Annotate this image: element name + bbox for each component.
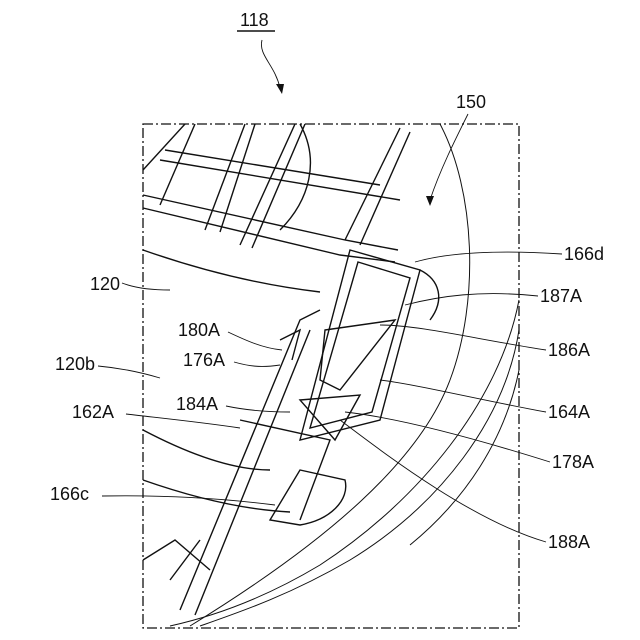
figure-number-118: 118 [240, 10, 269, 30]
label-120b: 120b [55, 354, 95, 374]
leader-188A [340, 420, 546, 542]
housing-arc-edge [410, 370, 519, 545]
leader-150-arrowhead [426, 196, 434, 206]
housing-arc-outer [200, 330, 519, 626]
connector-body [143, 250, 439, 615]
leader-166d [415, 252, 562, 262]
body-edge-1 [143, 430, 270, 470]
label-176A: 176A [183, 350, 225, 370]
label-188A: 188A [548, 532, 590, 552]
label-166d: 166d [564, 244, 604, 264]
leader-120 [122, 283, 170, 290]
label-178A: 178A [552, 452, 594, 472]
connector-frame [300, 250, 420, 440]
leader-166c [102, 496, 275, 505]
label-164A: 164A [548, 402, 590, 422]
label-180A: 180A [178, 320, 220, 340]
label-186A: 186A [548, 340, 590, 360]
label-184A: 184A [176, 394, 218, 414]
connector-lip [420, 270, 439, 320]
reference-labels: 150 166d 187A 120 186A 180A 176A 120b 16… [50, 92, 604, 552]
leader-164A [380, 380, 546, 412]
label-150: 150 [456, 92, 486, 112]
grille-rib-1 [345, 128, 400, 240]
leader-176A [234, 362, 280, 366]
leader-120b [98, 366, 160, 378]
grille-rib-2 [360, 132, 410, 245]
upper-grille [143, 124, 410, 292]
housing-arcs [170, 124, 519, 626]
detail-frame [143, 124, 519, 628]
grille-lower-edge [143, 250, 320, 292]
figure-reference: 118 [237, 10, 284, 94]
label-166c: 166c [50, 484, 89, 504]
figure-reference-arrow-line [261, 40, 280, 88]
leader-180A [228, 332, 282, 350]
leader-184A [226, 406, 290, 412]
figure-reference-arrowhead [276, 84, 284, 94]
grille-bar-3 [160, 160, 400, 200]
label-187A: 187A [540, 286, 582, 306]
label-120: 120 [90, 274, 120, 294]
grille-line-3 [205, 124, 245, 230]
rail-176A-inner [195, 330, 310, 615]
grille-curve [280, 124, 310, 230]
grille-bar-4 [165, 150, 380, 185]
label-162A: 162A [72, 402, 114, 422]
bottom-rib [143, 540, 210, 570]
